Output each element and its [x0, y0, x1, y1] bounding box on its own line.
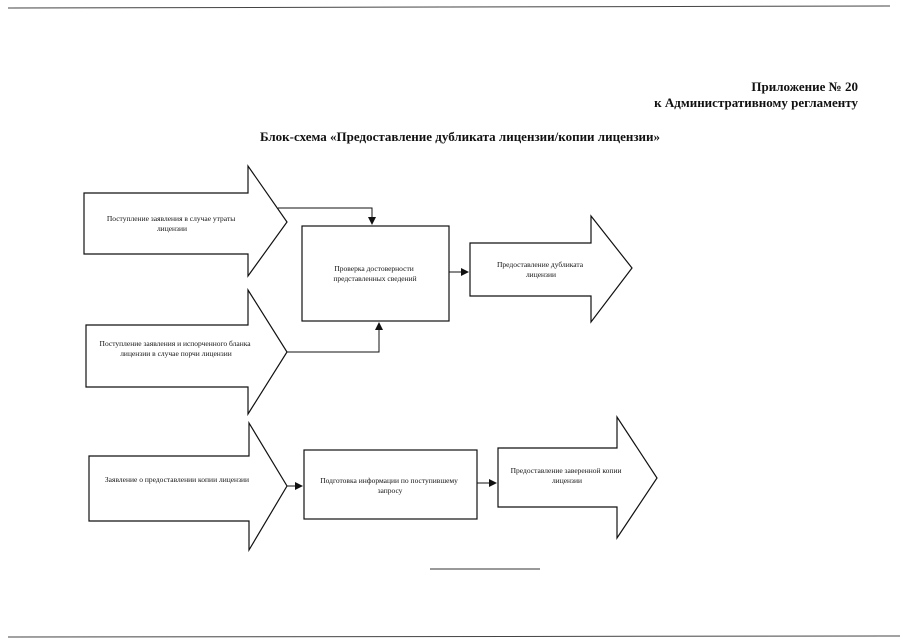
- diagram-title: Блок-схема «Предоставление дубликата лиц…: [259, 129, 661, 144]
- copy-application-arrow: [88, 420, 288, 553]
- loss-application-text: Поступление заявления в случае утраты ли…: [107, 214, 237, 233]
- duplicate-issue-line-2: лицензии: [526, 270, 556, 279]
- copy-application-text: Заявление о предоставлении копии лицензи…: [105, 475, 249, 484]
- verification-line-2: представленных сведений: [333, 274, 416, 283]
- duplicate-issue-line-1: Предоставление дубликата: [497, 260, 584, 269]
- damage-application-line-2: лицензии в случае порчи лицензии: [120, 349, 232, 358]
- appendix-number: Приложение № 20: [751, 79, 858, 94]
- damage-to-verification-connector: [287, 322, 383, 353]
- info-preparation-line-1: Подготовка информации по поступившему: [320, 476, 458, 485]
- regulation-reference: к Административному регламенту: [654, 95, 858, 110]
- certified-copy-issue-arrow: [497, 414, 658, 540]
- verification-text: Проверка достоверности представленных св…: [333, 264, 416, 283]
- certified-copy-issue-line-2: лицензии: [552, 476, 582, 485]
- duplicate-issue-arrow: [469, 214, 633, 324]
- certified-copy-issue-text: Предоставление заверенной копии лицензии: [511, 466, 624, 485]
- scan-top-edge: [7, 5, 891, 9]
- scan-bottom-edge: [7, 635, 901, 638]
- verification-box: [301, 225, 450, 322]
- damage-application-arrow: [85, 287, 288, 417]
- info-preparation-text: Подготовка информации по поступившему за…: [320, 476, 460, 495]
- loss-application-arrow: [83, 164, 288, 278]
- loss-application-line-1: Поступление заявления в случае утраты: [107, 214, 235, 223]
- certified-copy-issue-line-1: Предоставление заверенной копии: [511, 466, 622, 475]
- loss-to-verification-connector: [278, 207, 376, 225]
- loss-application-line-2: лицензии: [157, 224, 187, 233]
- info-preparation-box: [303, 449, 478, 520]
- damage-application-text: Поступление заявления и испорченного бла…: [100, 339, 253, 358]
- info-preparation-line-2: запросу: [378, 486, 403, 495]
- copy-application-line-1: Заявление о предоставлении копии лицензи…: [105, 475, 249, 484]
- verification-line-1: Проверка достоверности: [334, 264, 413, 273]
- duplicate-issue-text: Предоставление дубликата лицензии: [497, 260, 585, 279]
- damage-application-line-1: Поступление заявления и испорченного бла…: [100, 339, 252, 348]
